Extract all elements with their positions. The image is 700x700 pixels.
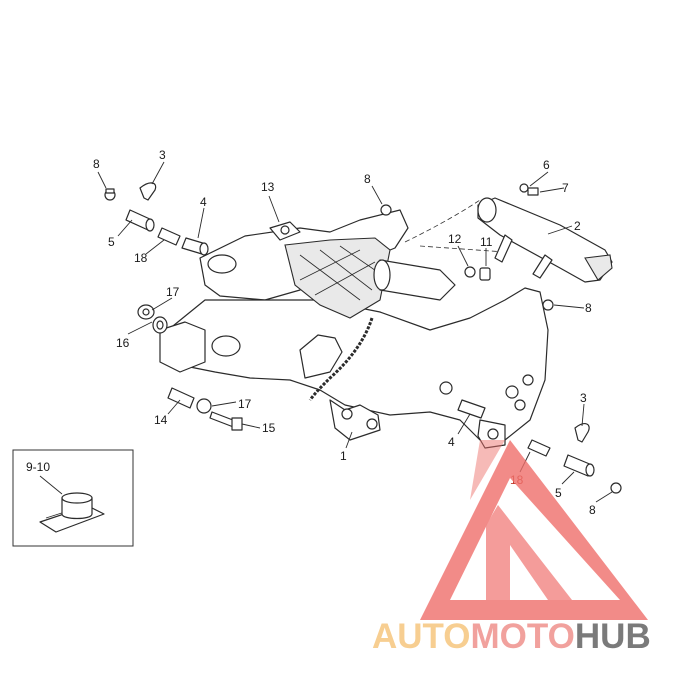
callout-11: 11 bbox=[480, 235, 493, 249]
main-frame bbox=[159, 199, 549, 449]
clip-nut-13 bbox=[269, 221, 301, 241]
callout-17: 17 bbox=[238, 397, 252, 411]
callout-12: 12 bbox=[448, 232, 462, 246]
bolt-6-7 bbox=[519, 183, 539, 196]
callout-8: 8 bbox=[589, 503, 596, 517]
fastener-9-10 bbox=[39, 475, 105, 533]
spacer-4-top-left bbox=[181, 237, 209, 256]
pin-5-lower bbox=[563, 454, 595, 477]
washer-16 bbox=[152, 316, 168, 334]
inset-label: 9-10 bbox=[26, 460, 50, 474]
callout-16: 16 bbox=[116, 336, 130, 350]
bolt-8-lower-right bbox=[610, 482, 622, 494]
watermark-hub: HUB bbox=[575, 617, 651, 656]
nut-17-upper bbox=[137, 304, 155, 320]
rear-subframe bbox=[477, 197, 613, 283]
callout-1: 1 bbox=[340, 449, 347, 463]
callout-3: 3 bbox=[580, 391, 587, 405]
split-pin-3-top-left bbox=[139, 182, 157, 201]
callout-14: 14 bbox=[154, 413, 168, 427]
callout-5: 5 bbox=[555, 486, 562, 500]
callouts: 8 3 5 18 4 13 8 6 7 2 12 11 8 17 16 14 1… bbox=[93, 148, 596, 517]
callout-8: 8 bbox=[93, 157, 100, 171]
pin-14 bbox=[167, 387, 195, 409]
spacer-4-lower bbox=[457, 399, 486, 419]
bolt-8-right bbox=[542, 299, 554, 311]
callout-18: 18 bbox=[134, 251, 148, 265]
callout-4: 4 bbox=[200, 195, 207, 209]
watermark-auto: AUTO bbox=[372, 617, 471, 656]
pin-5-top-left bbox=[125, 209, 155, 232]
callout-2: 2 bbox=[574, 219, 581, 233]
bolt-8-top-middle bbox=[380, 204, 392, 216]
bushing-18-top-left bbox=[157, 227, 181, 246]
callout-13: 13 bbox=[261, 180, 275, 194]
nut-12 bbox=[464, 266, 476, 278]
inset-box: 9-10 bbox=[12, 449, 134, 547]
washer-17-lower bbox=[196, 398, 212, 414]
bolt-15 bbox=[209, 411, 243, 431]
svg-text:AUTOMOTOHUB: AUTOMOTOHUB bbox=[372, 617, 651, 656]
split-pin-3-lower bbox=[574, 423, 590, 443]
callout-8: 8 bbox=[364, 172, 371, 186]
watermark-logo: AUTOMOTOHUB bbox=[372, 440, 651, 656]
watermark-triangle bbox=[420, 440, 648, 620]
callout-15: 15 bbox=[262, 421, 276, 435]
callout-8: 8 bbox=[585, 301, 592, 315]
callout-6: 6 bbox=[543, 158, 550, 172]
leader-lines bbox=[97, 161, 613, 503]
callout-4: 4 bbox=[448, 435, 455, 449]
grommet-11 bbox=[479, 267, 491, 281]
bolt-8-top-left bbox=[104, 188, 116, 201]
callout-3: 3 bbox=[159, 148, 166, 162]
callout-17: 17 bbox=[166, 285, 180, 299]
watermark-moto: MOTO bbox=[471, 617, 575, 656]
callout-5: 5 bbox=[108, 235, 115, 249]
callout-7: 7 bbox=[562, 181, 569, 195]
bushing-18-lower bbox=[527, 439, 551, 457]
